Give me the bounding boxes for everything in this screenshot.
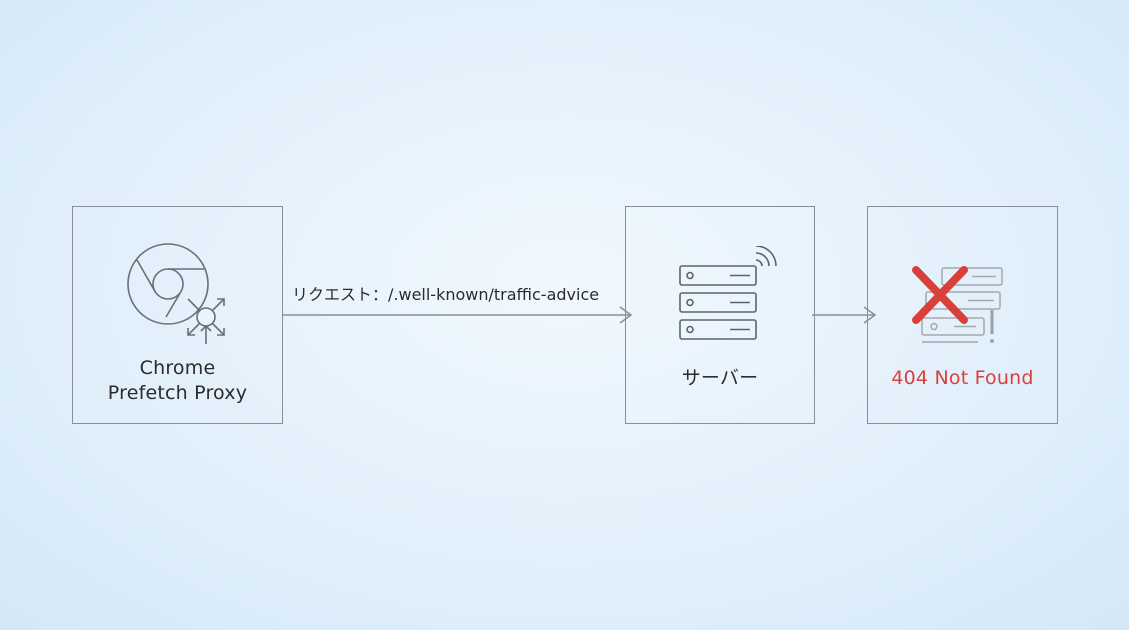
- proxy-node-label: Chrome Prefetch Proxy: [72, 356, 283, 406]
- request-arrow: [282, 305, 634, 329]
- error-node-label: 404 Not Found: [891, 367, 1034, 389]
- chrome-prefetch-proxy-icon: [124, 240, 234, 350]
- request-edge-label: リクエスト：/.well-known/traffic-advice: [292, 285, 600, 304]
- error-node-box: [867, 206, 1058, 424]
- server-icon: [676, 246, 780, 344]
- server-node-label: サーバー: [681, 367, 759, 389]
- proxy-label-line1: Chrome: [139, 357, 216, 379]
- server-error-icon: [908, 262, 1008, 348]
- proxy-label-line2: Prefetch Proxy: [107, 382, 248, 404]
